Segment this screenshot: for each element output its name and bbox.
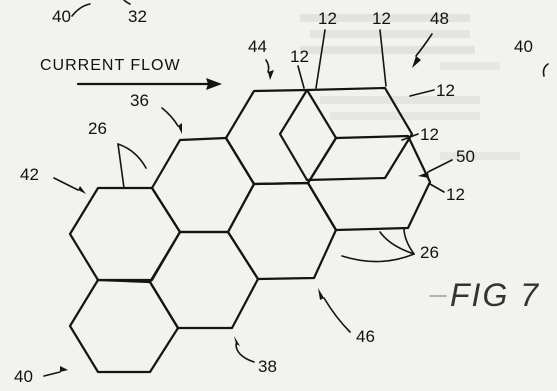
ref-numeral-12-top-a: 12 — [318, 9, 337, 28]
ref-numeral-26-right: 26 — [420, 243, 439, 262]
leader-12-mid — [401, 133, 419, 141]
leader-12-top-a — [315, 29, 326, 89]
leader-26-right-c — [403, 227, 415, 255]
ref-numeral-12-top-b: 12 — [372, 9, 391, 28]
leader-12-lower — [429, 183, 445, 193]
ref-numeral-40-top: 40 — [52, 7, 71, 26]
leader-40-bottom — [43, 371, 61, 377]
leader-26-right-a — [341, 253, 415, 263]
ref-numeral-48: 48 — [430, 9, 449, 28]
background-bleed-text — [300, 14, 520, 160]
ref-numeral-26-left: 26 — [88, 119, 107, 138]
current-flow-label: CURRENT FLOW — [40, 57, 181, 74]
leader-32 — [123, 0, 131, 5]
leader-lines — [43, 0, 549, 377]
ref-numeral-36: 36 — [130, 91, 149, 110]
ref-numeral-12-upper: 12 — [290, 47, 309, 66]
leader-46 — [323, 297, 351, 333]
hex-cell-row5-a — [68, 278, 180, 374]
leader-40-top — [71, 3, 91, 17]
ref-numeral-12-mid: 12 — [420, 125, 439, 144]
ref-numeral-32: 32 — [128, 7, 147, 26]
leader-12-right — [409, 89, 435, 97]
leader-48 — [415, 33, 433, 57]
hexagon-cells — [68, 86, 432, 374]
current-flow-arrow-icon — [76, 78, 222, 90]
leader-38 — [235, 343, 255, 363]
leader-50 — [427, 159, 453, 173]
hex-cell-row4-b — [148, 230, 260, 330]
ref-numeral-38: 38 — [258, 357, 277, 376]
figure-label-text: FIG 7 — [450, 277, 540, 313]
leader-26-right-b — [379, 231, 415, 255]
ref-numeral-44: 44 — [248, 37, 267, 56]
hex-cell-row1-a — [278, 86, 414, 182]
hex-cell-row4-a — [68, 186, 182, 282]
ref-numeral-40-bottom: 40 — [14, 367, 33, 386]
leader-26-left-b — [117, 143, 147, 169]
leader-12-upper — [297, 65, 305, 89]
leader-26-left-a — [117, 143, 125, 189]
hex-cell-row3-b — [226, 181, 338, 281]
ref-numeral-42: 42 — [20, 165, 39, 184]
leader-36 — [161, 107, 179, 127]
leader-40-right — [542, 63, 549, 77]
ref-numeral-40-right: 40 — [514, 37, 533, 56]
hex-cell-row3-a — [150, 136, 256, 234]
ref-numeral-50: 50 — [456, 147, 475, 166]
ref-numeral-46: 46 — [356, 327, 375, 346]
leader-44 — [265, 59, 270, 73]
ref-numeral-12-lower: 12 — [446, 185, 465, 204]
hex-cell-row2-b — [306, 134, 432, 232]
ref-numeral-12-right: 12 — [436, 81, 455, 100]
figure-label: FIG 7 — [429, 277, 540, 313]
leader-42 — [53, 177, 79, 191]
leader-12-top-b — [379, 29, 387, 87]
